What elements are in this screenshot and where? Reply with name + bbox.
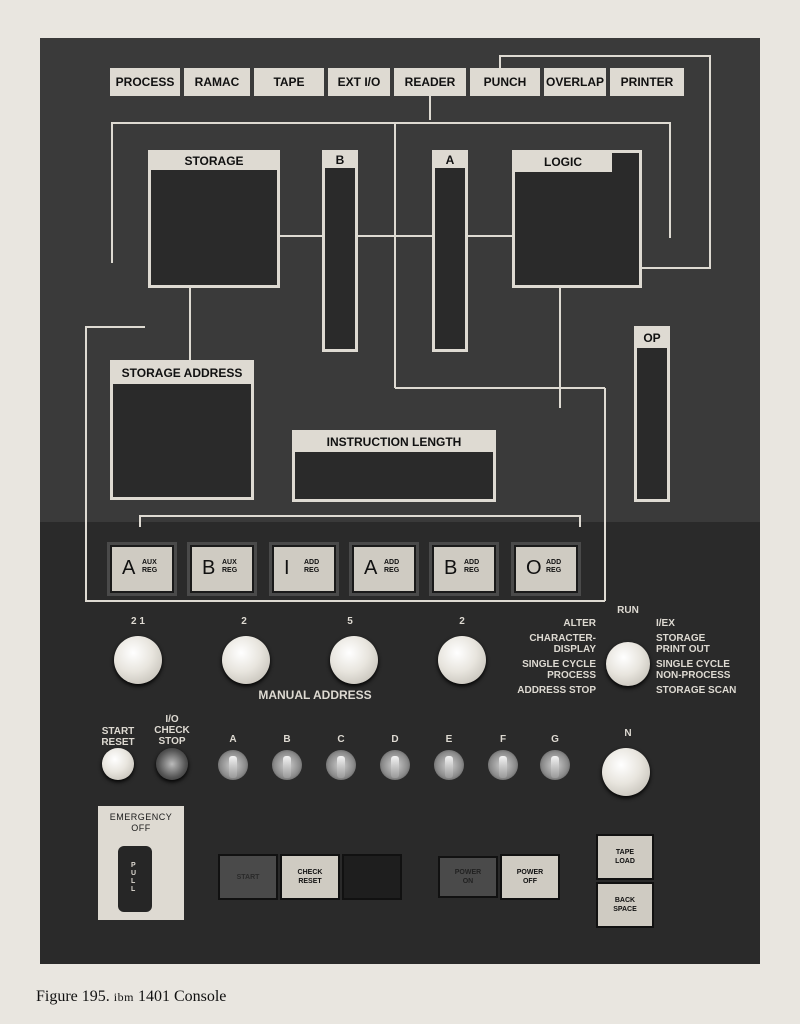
a-add-reg-letter: A [364, 557, 378, 579]
manual-address-label: MANUAL ADDRESS [258, 688, 372, 702]
unit-tape: TAPE [254, 68, 324, 96]
start-reset-button[interactable] [102, 748, 134, 780]
unit-ext-io: EXT I/O [328, 68, 390, 96]
manual-address-dial-2[interactable] [222, 636, 270, 684]
toggle-switch-f[interactable] [488, 750, 518, 780]
toggle-b-label: B [283, 734, 291, 745]
b-register-label: B [324, 152, 356, 168]
b-add-reg-letter: B [444, 557, 458, 579]
toggle-e-label: E [445, 734, 453, 745]
a-register-label: A [434, 152, 466, 168]
unit-punch: PUNCH [470, 68, 540, 96]
logic-display [512, 150, 642, 288]
emergency-pull-handle[interactable]: PULL [118, 846, 152, 912]
mode-run-label: RUN [617, 605, 639, 616]
toggle-switch-g[interactable] [540, 750, 570, 780]
start-button[interactable]: START [218, 854, 278, 900]
console-photo: PROCESS RAMAC TAPE EXT I/O READER PUNCH … [40, 38, 760, 964]
unit-ramac: RAMAC [184, 68, 250, 96]
toggle-a-label: A [229, 734, 237, 745]
dial-3-scale: 5 [347, 616, 353, 627]
dial-1-scale: 2 1 [131, 616, 145, 627]
storage-address-label: STORAGE ADDRESS [112, 362, 252, 384]
toggle-c-label: C [337, 734, 345, 745]
wiring-diagram [85, 55, 711, 602]
b-register-display [322, 150, 358, 352]
pull-label: PULL [131, 862, 137, 893]
io-check-stop-button[interactable] [156, 748, 188, 780]
manual-address-dial-4[interactable] [438, 636, 486, 684]
op-display [634, 326, 670, 502]
logic-label: LOGIC [514, 152, 612, 172]
unit-printer: PRINTER [610, 68, 684, 96]
toggle-switch-d[interactable] [380, 750, 410, 780]
unit-overlap: OVERLAP [544, 68, 606, 96]
toggle-d-label: D [391, 734, 399, 745]
manual-address-dial-3[interactable] [330, 636, 378, 684]
toggle-switch-b[interactable] [272, 750, 302, 780]
storage-label: STORAGE [150, 152, 278, 170]
toggle-g-label: G [551, 734, 559, 745]
figure-number: Figure 195. [36, 988, 110, 1005]
mode-left-labels: ALTER CHARACTER- DISPLAY SINGLE CYCLE PR… [517, 618, 596, 696]
dial-4-scale: 2 [459, 616, 465, 627]
b-aux-reg-letter: B [202, 557, 216, 579]
n-dial[interactable] [602, 748, 650, 796]
n-dial-label: N [624, 728, 632, 739]
op-label: OP [636, 328, 668, 348]
manual-address-dial-1[interactable] [114, 636, 162, 684]
stop-button[interactable] [342, 854, 402, 900]
unit-process: PROCESS [110, 68, 180, 96]
caption-ibm: ibm [113, 990, 134, 1004]
a-aux-reg-letter: A [122, 557, 136, 579]
unit-reader: READER [394, 68, 466, 96]
storage-display [148, 150, 280, 288]
mode-right-labels: I/EX STORAGE PRINT OUT SINGLE CYCLE NON-… [656, 618, 737, 696]
caption-text: 1401 Console [133, 988, 227, 1005]
toggle-switch-e[interactable] [434, 750, 464, 780]
figure-caption: Figure 195. ibm 1401 Console [36, 988, 226, 1006]
toggle-f-label: F [499, 734, 507, 745]
toggle-switch-a[interactable] [218, 750, 248, 780]
dial-2-scale: 2 [241, 616, 247, 627]
a-register-display [432, 150, 468, 352]
instruction-length-label: INSTRUCTION LENGTH [294, 432, 494, 452]
o-add-reg-letter: O [526, 557, 542, 579]
toggle-switch-c[interactable] [326, 750, 356, 780]
i-add-reg-letter: I [284, 557, 290, 579]
mode-selector-switch[interactable] [606, 642, 650, 686]
